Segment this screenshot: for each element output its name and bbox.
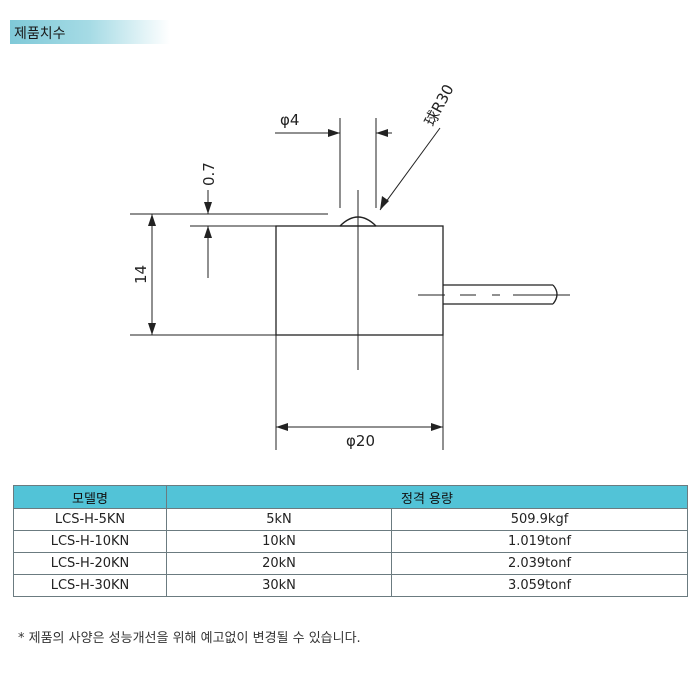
spec-table: 모델명 정격 용량 LCS-H-5KN 5kN 509.9kgf LCS-H-1… (13, 485, 688, 597)
cell-force: 5kN (166, 508, 392, 531)
section-title-bar: 제품치수 (10, 20, 170, 44)
table-row: LCS-H-10KN 10kN 1.019tonf (13, 530, 688, 553)
header-rated-capacity: 정격 용량 (166, 485, 688, 509)
table-row: LCS-H-5KN 5kN 509.9kgf (13, 508, 688, 531)
cell-force: 10kN (166, 530, 392, 553)
cable-end (552, 284, 558, 305)
table-header-row: 모델명 정격 용량 (13, 485, 688, 509)
dim-14-label: 14 (132, 265, 150, 284)
cell-model: LCS-H-20KN (13, 552, 167, 575)
dim-phi4-label: φ4 (280, 111, 299, 129)
footnote: * 제품의 사양은 성능개선을 위해 예고없이 변경될 수 있습니다. (18, 631, 361, 646)
table-row: LCS-H-30KN 30kN 3.059tonf (13, 574, 688, 597)
sphere-leader (379, 127, 441, 211)
cell-force: 30kN (166, 574, 392, 597)
cell-model: LCS-H-30KN (13, 574, 167, 597)
cell-weight: 2.039tonf (391, 552, 688, 575)
cell-model: LCS-H-10KN (13, 530, 167, 553)
cell-weight: 1.019tonf (391, 530, 688, 553)
load-cell-body (275, 225, 444, 336)
dim-phi20-label: φ20 (346, 432, 375, 450)
dimension-drawing: φ4 球R30 0.7 14 φ20 (130, 81, 570, 450)
cell-model: LCS-H-5KN (13, 508, 167, 531)
cell-weight: 509.9kgf (391, 508, 688, 531)
table-row: LCS-H-20KN 20kN 2.039tonf (13, 552, 688, 575)
dim-sphere-label: 球R30 (421, 81, 458, 129)
dim-0.7-label: 0.7 (200, 162, 218, 186)
header-model: 모델명 (13, 485, 167, 509)
cell-weight: 3.059tonf (391, 574, 688, 597)
section-title: 제품치수 (14, 26, 66, 42)
cell-force: 20kN (166, 552, 392, 575)
